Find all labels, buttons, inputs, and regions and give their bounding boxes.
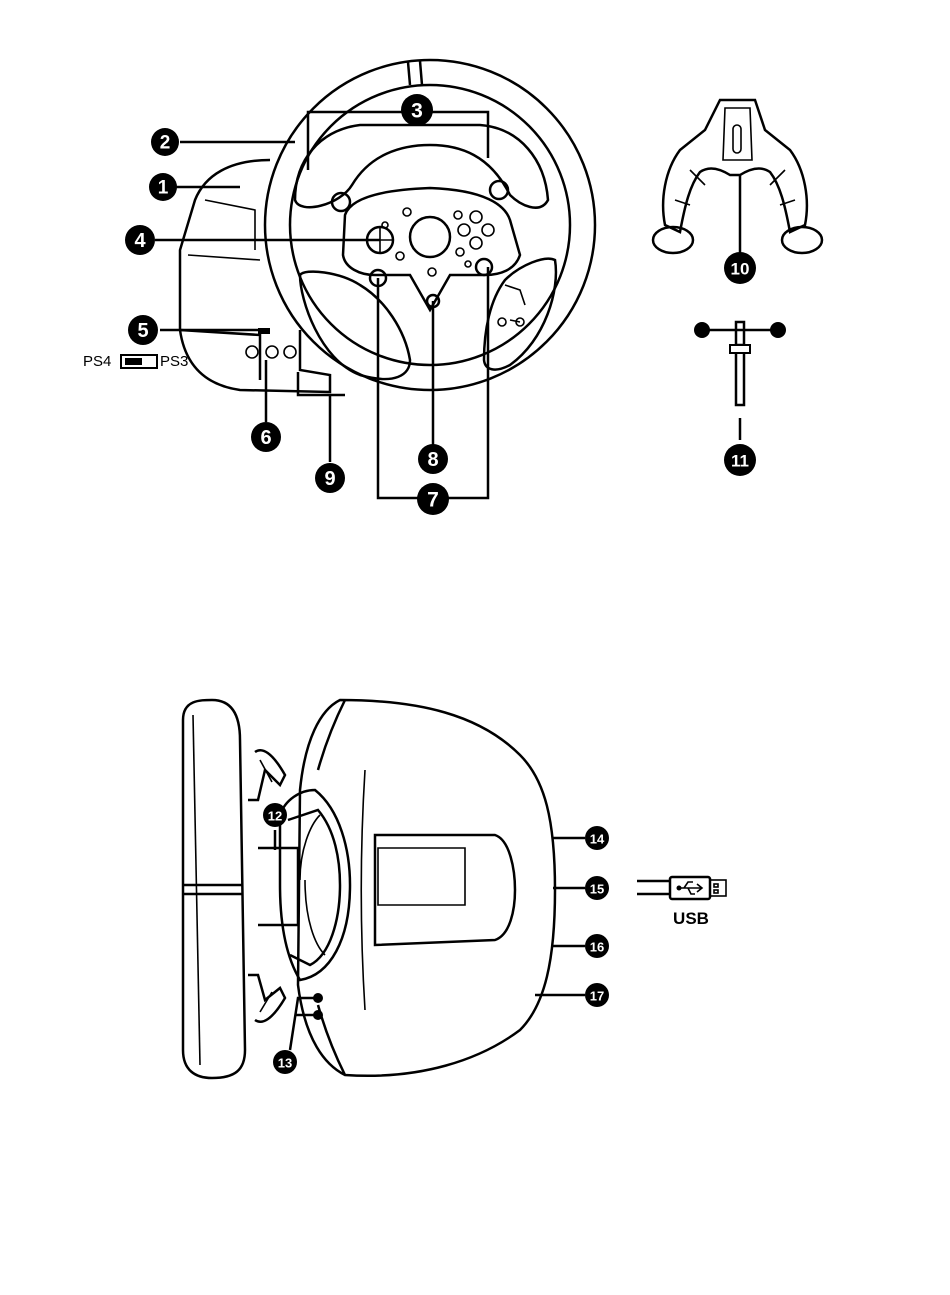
callout-2: 2 xyxy=(151,128,179,156)
callout-16-label: 16 xyxy=(590,940,604,955)
callout-14: 14 xyxy=(585,826,609,850)
callout-5: 5 xyxy=(128,315,158,345)
callout-17: 17 xyxy=(585,983,609,1007)
callout-9: 9 xyxy=(315,463,345,493)
callout-7-label: 7 xyxy=(427,489,439,512)
usb-label: USB xyxy=(673,909,709,928)
callout-2-label: 2 xyxy=(160,133,171,154)
callout-1: 1 xyxy=(149,173,177,201)
callout-14-label: 14 xyxy=(590,832,605,847)
callout-3: 3 xyxy=(401,94,433,126)
clamp-accessory xyxy=(653,100,822,255)
callout-5-label: 5 xyxy=(137,320,148,342)
callout-11: 11 xyxy=(724,444,756,476)
callout-8-label: 8 xyxy=(427,449,438,471)
wheel-front-view xyxy=(180,60,595,395)
callout-4: 4 xyxy=(125,225,155,255)
usb-connector: USB xyxy=(637,877,726,928)
callout-10-label: 10 xyxy=(731,260,750,279)
callout-13: 13 xyxy=(273,1050,297,1074)
mode-switch-ps3-label: PS3 xyxy=(160,353,188,370)
callout-1-label: 1 xyxy=(158,178,169,199)
mode-switch-ps4-label: PS4 xyxy=(83,353,111,370)
mode-switch: PS4 PS3 xyxy=(83,353,188,370)
callout-13-label: 13 xyxy=(278,1056,292,1071)
callout-10: 10 xyxy=(724,252,756,284)
callout-12: 12 xyxy=(263,803,287,827)
callout-15-label: 15 xyxy=(590,882,604,897)
callout-16: 16 xyxy=(585,934,609,958)
wheel-side-view xyxy=(182,700,555,1078)
callout-17-label: 17 xyxy=(590,989,604,1004)
clamp-screw xyxy=(694,322,786,440)
callout-6: 6 xyxy=(251,422,281,452)
callout-8: 8 xyxy=(418,444,448,474)
callout-4-label: 4 xyxy=(134,230,146,252)
callout-7: 7 xyxy=(417,483,449,515)
callout-11-label: 11 xyxy=(731,452,749,471)
callout-12-label: 12 xyxy=(268,809,282,824)
callout-3-label: 3 xyxy=(411,100,423,123)
callout-9-label: 9 xyxy=(324,468,335,490)
callout-15: 15 xyxy=(585,876,609,900)
callout-6-label: 6 xyxy=(260,427,271,449)
